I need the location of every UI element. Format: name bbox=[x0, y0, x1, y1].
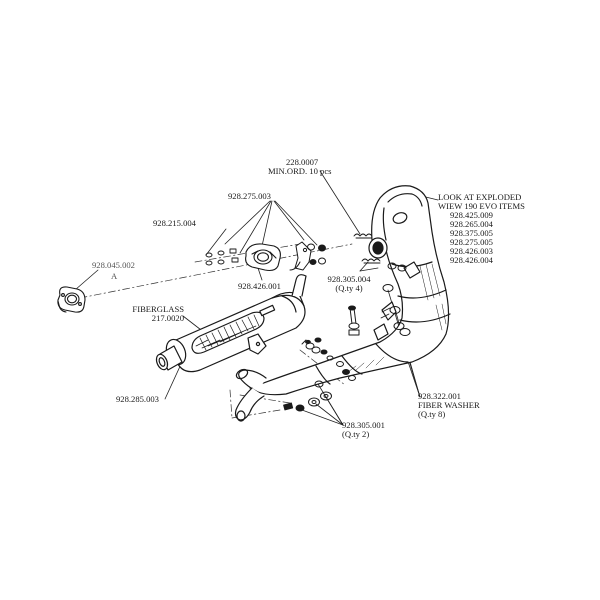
label-928-275-003: 928.275.003 bbox=[228, 192, 271, 201]
muffler bbox=[155, 274, 307, 373]
note-line: LOOK AT EXPLODED bbox=[438, 192, 522, 202]
part-number: 928.045.002 bbox=[92, 260, 135, 270]
exploded-view-note: LOOK AT EXPLODED WIEW 190 EVO ITEMS 928.… bbox=[438, 193, 525, 265]
label-928-045-002: 928.045.002 bbox=[92, 261, 135, 270]
inlet-flange bbox=[57, 286, 86, 313]
part-number: 228.0007 bbox=[286, 157, 319, 167]
part-number: 928.215.004 bbox=[153, 218, 196, 228]
label-928-305-004: 928.305.004 (Q.ty 4) bbox=[318, 275, 380, 293]
label-928-322-001: 928.322.001 FIBER WASHER (Q.ty 8) bbox=[418, 392, 480, 419]
center-bolts bbox=[301, 305, 360, 381]
note-line: WIEW 190 EVO ITEMS bbox=[438, 201, 525, 211]
label-928-285-003: 928.285.003 bbox=[116, 395, 159, 404]
flange-bolts bbox=[205, 248, 239, 266]
manifold-flange bbox=[245, 243, 281, 272]
part-number: 928.426.004 bbox=[450, 255, 493, 265]
part-number: 928.426.001 bbox=[238, 281, 281, 291]
part-number: 928.265.004 bbox=[450, 219, 493, 229]
label-928-426-001: 928.426.001 bbox=[238, 282, 281, 291]
label-928-215-004: 928.215.004 bbox=[153, 219, 196, 228]
material-name: FIBERGLASS bbox=[132, 304, 184, 314]
part-description: FIBER WASHER bbox=[418, 400, 480, 410]
part-number: 928.426.003 bbox=[450, 246, 493, 256]
label-228-0007: 228.0007 bbox=[286, 158, 318, 167]
part-number: 928.322.001 bbox=[418, 391, 461, 401]
label-fiberglass: FIBERGLASS 217.0020 bbox=[126, 305, 184, 323]
part-number: 928.425.009 bbox=[450, 210, 493, 220]
quantity: (Q.ty 8) bbox=[418, 409, 446, 419]
part-number: 928.285.003 bbox=[116, 394, 159, 404]
min-order-note: MIN.ORD. 10 pcs bbox=[268, 166, 332, 176]
part-number: 928.305.004 bbox=[327, 274, 371, 284]
spring-bracket bbox=[289, 241, 326, 271]
part-number: 928.375.005 bbox=[450, 228, 493, 238]
part-number: 928.275.003 bbox=[228, 191, 271, 201]
springs bbox=[353, 233, 381, 264]
tail-washers bbox=[283, 380, 332, 412]
part-number: 217.0020 bbox=[151, 313, 184, 323]
label-min-ord: MIN.ORD. 10 pcs bbox=[268, 167, 332, 176]
label-928-305-001: 928.305.001 (Q.ty 2) bbox=[342, 421, 385, 439]
quantity: (Q.ty 4) bbox=[335, 283, 363, 293]
part-number: 928.305.001 bbox=[342, 420, 385, 430]
part-number: 928.275.005 bbox=[450, 237, 493, 247]
fiber-washers bbox=[380, 262, 411, 336]
quantity: (Q.ty 2) bbox=[342, 429, 370, 439]
label-marker-a: A bbox=[111, 272, 117, 281]
marker-letter: A bbox=[111, 271, 118, 281]
